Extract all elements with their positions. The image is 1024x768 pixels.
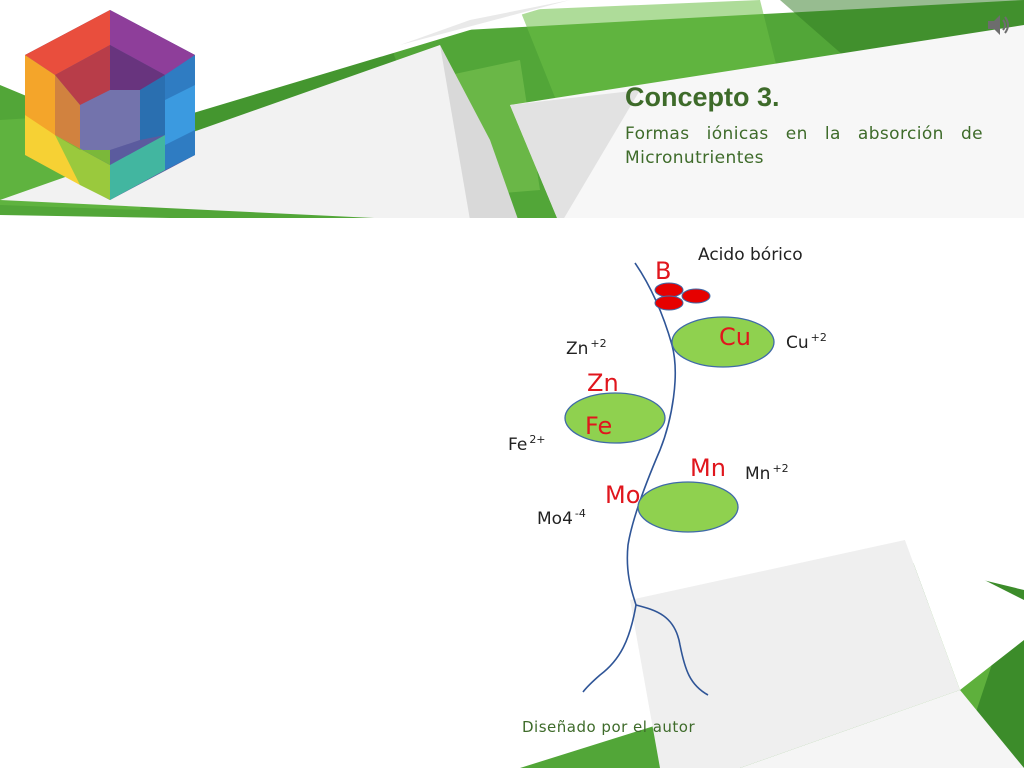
right-white-panel [510,25,1024,225]
colored-cube-logo [25,10,195,200]
bottom-gray-shard [630,540,960,768]
ion-cu: Cu+2 [786,331,827,353]
root-main-line [626,262,677,606]
boron-particle [654,295,684,311]
boric-acid-label: Acido bórico [698,245,803,265]
ion-mo: Mo4-4 [537,507,586,529]
element-b-label: B [655,257,672,285]
element-cu-label: Cu [719,323,751,351]
boron-particle [681,288,711,304]
element-zn-label: Zn [587,369,619,397]
element-mn-label: Mn [690,454,726,482]
root-left-branch [582,604,637,693]
slide-subtitle: Formas iónicas en la absorción de Micron… [625,122,983,170]
subtitle-line-2: Micronutrientes [625,148,764,168]
author-credit: Diseñado por el autor [522,718,696,736]
subtitle-line-1: Formas iónicas en la absorción de [625,124,983,144]
boron-particle [654,282,684,298]
cu-ellipse [671,316,775,368]
ion-mn: Mn+2 [745,462,789,484]
root-diagram [582,262,709,696]
element-mo-label: Mo [605,481,641,509]
speaker-icon[interactable] [986,12,1012,38]
mn-mo-ellipse [637,481,739,533]
element-fe-label: Fe [585,412,613,440]
root-right-branch [635,604,709,696]
ion-zn: Zn+2 [566,337,607,359]
zn-fe-ellipse [564,392,666,444]
slide-title: Concepto 3. [625,82,780,112]
